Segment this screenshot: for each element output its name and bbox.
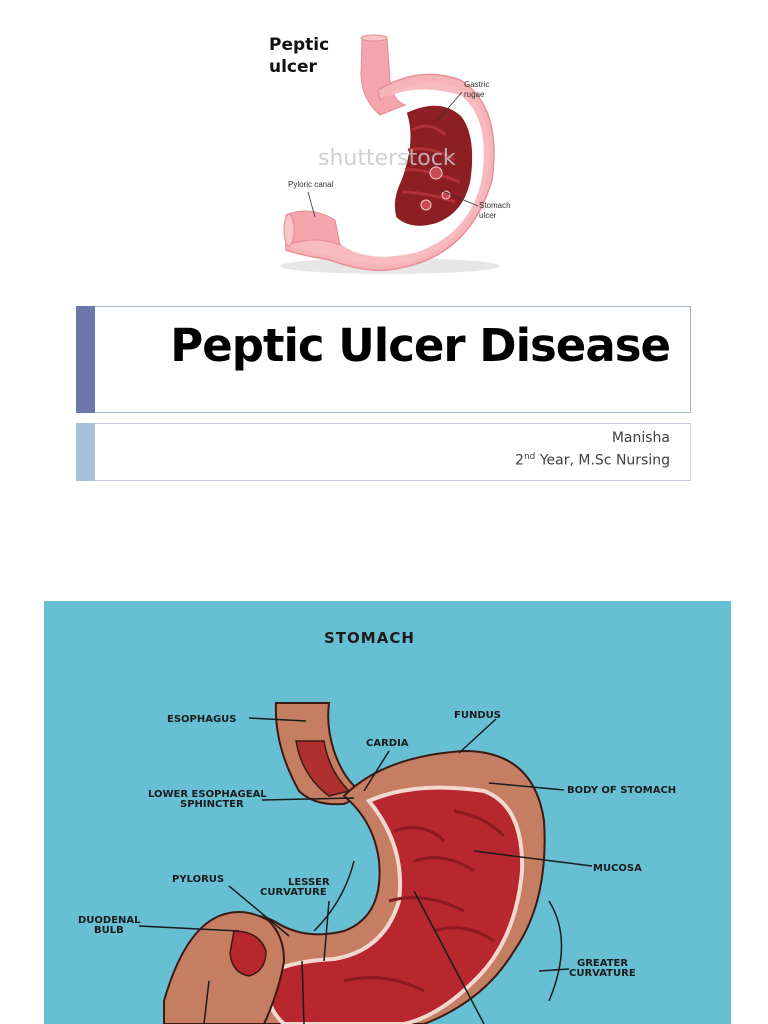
watermark: shutterstock bbox=[318, 146, 456, 171]
stomach-anatomy-diagram: STOMACH ESOPHAG bbox=[44, 601, 731, 1024]
title-accent-bar bbox=[76, 306, 95, 413]
gastric-rugae-folds bbox=[401, 124, 461, 204]
label-mucosa: MUCOSA bbox=[593, 863, 642, 874]
esophagus-tube bbox=[360, 37, 407, 116]
label-esophagus: ESOPHAGUS bbox=[167, 714, 237, 725]
figure1-heading-line1: Peptic bbox=[269, 35, 329, 55]
pyloric-canal-label: Pyloric canal bbox=[288, 180, 334, 189]
title-box: Peptic Ulcer Disease bbox=[76, 306, 691, 413]
label-greater: GREATER bbox=[577, 958, 628, 969]
leader-lines bbox=[138, 717, 593, 1024]
label-fundus: FUNDUS bbox=[454, 710, 501, 721]
stomach-ulcer-label: ulcer bbox=[479, 211, 497, 220]
figure1-heading-line2: ulcer bbox=[269, 57, 318, 77]
subtitle-accent-bar bbox=[76, 423, 95, 481]
stomach-body-fill bbox=[286, 82, 490, 265]
label-greater-curvature: CURVATURE bbox=[569, 968, 636, 979]
stomach-anatomy-drawing: STOMACH ESOPHAG bbox=[78, 629, 676, 1024]
label-lower-esophageal: LOWER ESOPHAGEAL bbox=[148, 789, 267, 800]
mucosa-folds bbox=[343, 809, 506, 993]
esophagus-interior bbox=[295, 740, 351, 797]
ulcer-spot bbox=[420, 199, 432, 211]
esophagus-opening bbox=[360, 34, 388, 42]
gastric-rugae-label: Gastric bbox=[464, 80, 489, 89]
greater-curvature-arrow bbox=[548, 900, 563, 1002]
peptic-ulcer-illustration: Peptic ulcer shutterstock Gastric rugae … bbox=[240, 20, 540, 282]
label-cardia: CARDIA bbox=[366, 738, 409, 749]
label-lesser: LESSER bbox=[288, 877, 330, 888]
stomach-ulcer-label: Stomach bbox=[479, 201, 511, 210]
year-rest: Year, M.Sc Nursing bbox=[535, 452, 670, 469]
pyloric-opening bbox=[283, 213, 295, 247]
gastric-rugae-label: rugae bbox=[464, 90, 485, 99]
pyloric-opening bbox=[229, 930, 267, 977]
diagram-heading: STOMACH bbox=[324, 629, 415, 647]
year-prefix: 2 bbox=[515, 452, 524, 469]
author-course: 2nd Year, M.Sc Nursing bbox=[515, 452, 670, 469]
label-duodenal: DUODENAL bbox=[78, 915, 141, 926]
pyloric-tube bbox=[285, 210, 341, 246]
label-pylorus: PYLORUS bbox=[172, 874, 224, 885]
label-lesser-curvature: CURVATURE bbox=[260, 887, 327, 898]
stomach-interior bbox=[391, 102, 476, 229]
author-name: Manisha bbox=[611, 430, 670, 446]
leader-line bbox=[439, 189, 479, 207]
label-body-of-stomach: BODY OF STOMACH bbox=[567, 785, 676, 796]
label-bulb: BULB bbox=[94, 925, 124, 936]
lesser-curvature-arrow bbox=[313, 860, 355, 932]
label-sphincter: SPHINCTER bbox=[180, 799, 244, 810]
subtitle-box: Manisha 2nd Year, M.Sc Nursing bbox=[76, 423, 691, 481]
ulcer-spot bbox=[429, 166, 443, 180]
stomach-mucosa-interior bbox=[266, 785, 525, 1024]
leader-line bbox=[307, 191, 316, 218]
year-superscript: nd bbox=[523, 452, 536, 462]
page-title: Peptic Ulcer Disease bbox=[170, 319, 671, 372]
stomach-ulcer-drawing: Peptic ulcer shutterstock Gastric rugae … bbox=[269, 34, 511, 274]
leader-line bbox=[437, 91, 463, 121]
